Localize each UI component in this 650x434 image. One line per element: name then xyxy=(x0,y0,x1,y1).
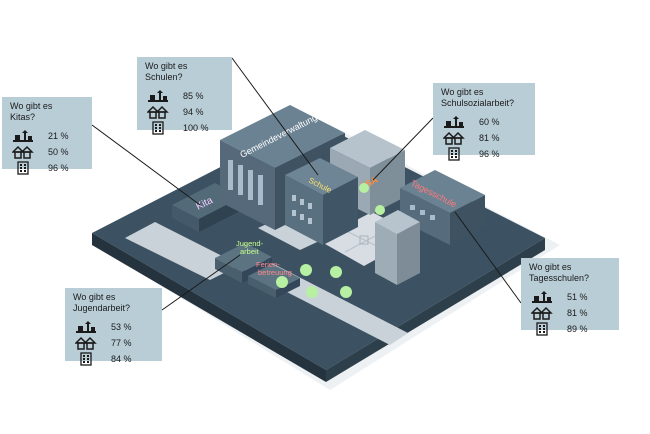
town-icon xyxy=(75,336,97,350)
schulen-row-city: 100 % xyxy=(145,120,226,136)
jugendarbeit-sign-line1: Jugend- xyxy=(236,239,264,248)
jugendarbeit-row-town: 77 % xyxy=(73,335,156,351)
town-icon xyxy=(12,145,34,159)
callout-kitas: Wo gibt es Kitas? 21 % 50 % 96 % xyxy=(2,97,92,175)
gemeindeverwaltung-building xyxy=(220,105,345,168)
tagesschulen-row-city: 89 % xyxy=(529,321,613,337)
ssa-row-village: 60 % xyxy=(441,114,529,130)
callout-jugendarbeit-question: Wo gibt es Jugendarbeit? xyxy=(73,292,131,313)
callout-schulsozialarbeit-question: Wo gibt es Schulsozialarbeit? xyxy=(441,87,515,108)
callout-kitas-question: Wo gibt es Kitas? xyxy=(10,101,53,122)
callout-schulen-question: Wo gibt es Schulen? xyxy=(145,61,188,82)
village-icon xyxy=(531,290,553,304)
village-icon xyxy=(75,320,97,334)
jugendarbeit-building xyxy=(215,243,272,272)
ssa-row-town: 81 % xyxy=(441,130,529,146)
schule-building xyxy=(285,158,358,195)
tagesschule-building xyxy=(400,170,485,213)
trees xyxy=(276,183,385,298)
ferien-sign-line2: betreuung xyxy=(258,268,292,277)
leader-lines xyxy=(91,57,522,311)
callout-tagesschulen-question: Wo gibt es Tagesschulen? xyxy=(529,262,590,283)
ssa-row-city: 96 % xyxy=(441,146,529,162)
jugendarbeit-row-village: 53 % xyxy=(73,319,156,335)
tagesschulen-row-town: 81 % xyxy=(529,305,613,321)
city-icon xyxy=(531,322,553,336)
town-icon xyxy=(443,131,465,145)
tagesschulen-row-village: 51 % xyxy=(529,289,613,305)
jugendarbeit-sign-line2: arbeit xyxy=(240,247,260,256)
village-icon xyxy=(12,129,34,143)
city-icon xyxy=(12,161,34,175)
road xyxy=(125,222,240,280)
kitas-row-town: 50 % xyxy=(10,144,86,160)
city-icon xyxy=(75,352,97,366)
kitas-row-city: 96 % xyxy=(10,160,86,176)
jugendarbeit-row-city: 84 % xyxy=(73,351,156,367)
callout-tagesschulen: Wo gibt es Tagesschulen? 51 % 81 % 89 % xyxy=(521,258,619,336)
callout-schulsozialarbeit: Wo gibt es Schulsozialarbeit? 60 % 81 % … xyxy=(433,83,535,161)
village-icon xyxy=(443,115,465,129)
callout-jugendarbeit: Wo gibt es Jugendarbeit? 53 % 77 % 84 % xyxy=(65,288,162,366)
town-icon xyxy=(531,306,553,320)
tower-building xyxy=(375,210,420,234)
town-icon xyxy=(147,105,169,119)
kitas-row-village: 21 % xyxy=(10,128,86,144)
village-icon xyxy=(147,89,169,103)
ferien-sign-line1: Ferien- xyxy=(256,260,280,269)
city-icon xyxy=(147,121,169,135)
ssa-building xyxy=(330,130,405,168)
schulen-row-village: 85 % xyxy=(145,88,226,104)
callout-schulen: Wo gibt es Schulen? 85 % 94 % 100 % xyxy=(137,57,232,135)
schulen-row-town: 94 % xyxy=(145,104,226,120)
city-icon xyxy=(443,147,465,161)
